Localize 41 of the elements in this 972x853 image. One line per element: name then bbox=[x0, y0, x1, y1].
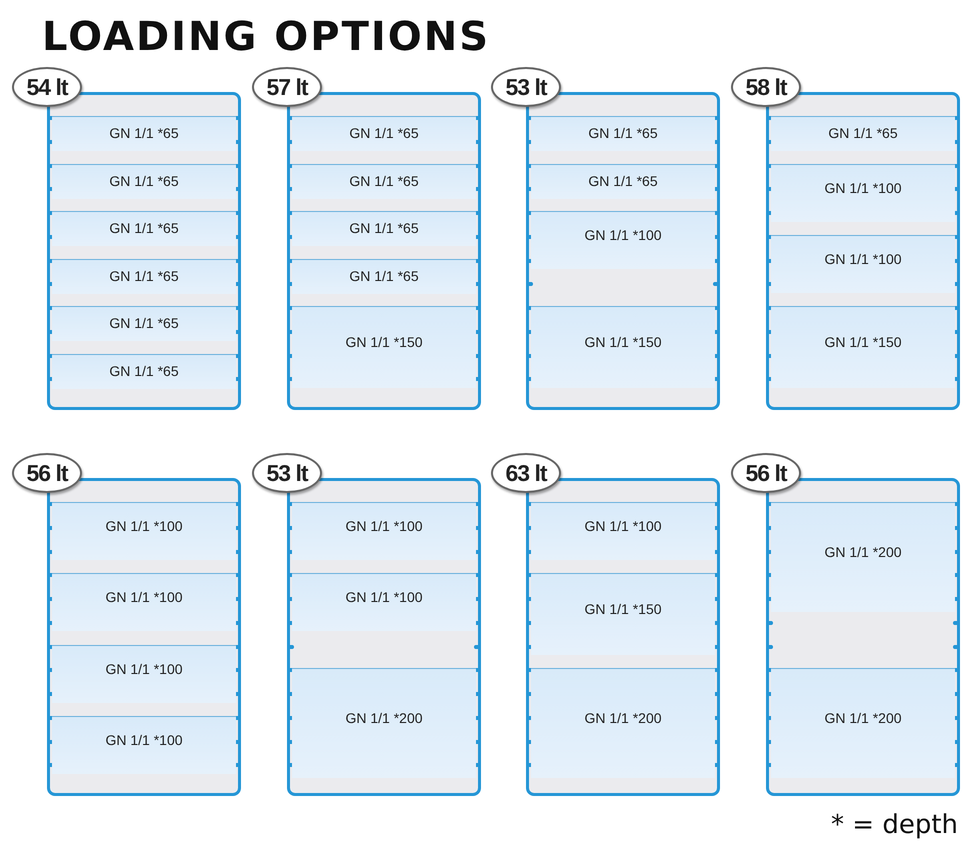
gn-pan: GN 1/1 *100 bbox=[292, 573, 476, 632]
gn-pan: GN 1/1 *100 bbox=[531, 211, 715, 269]
capacity-badge: 57 lt bbox=[252, 67, 322, 107]
gn-pan: GN 1/1 *65 bbox=[52, 211, 236, 246]
gn-pan: GN 1/1 *65 bbox=[292, 116, 476, 151]
gn-pan: GN 1/1 *65 bbox=[52, 116, 236, 151]
capacity-badge: 53 lt bbox=[252, 453, 322, 493]
gn-pan: GN 1/1 *65 bbox=[292, 258, 476, 294]
gn-pan: GN 1/1 *150 bbox=[531, 306, 715, 388]
gn-pan: GN 1/1 *150 bbox=[771, 306, 955, 388]
gn-pan: GN 1/1 *200 bbox=[771, 668, 955, 778]
capacity-badge: 56 lt bbox=[12, 453, 82, 493]
capacity-badge: 54 lt bbox=[12, 67, 82, 107]
gn-pan: GN 1/1 *100 bbox=[771, 234, 955, 293]
gn-pan: GN 1/1 *65 bbox=[292, 164, 476, 198]
page-title: LOADING OPTIONS bbox=[42, 13, 490, 62]
gn-pan: GN 1/1 *65 bbox=[52, 354, 236, 388]
gn-pan: GN 1/1 *100 bbox=[771, 164, 955, 222]
gn-pan: GN 1/1 *100 bbox=[531, 502, 715, 560]
footnote: * = depth bbox=[831, 809, 958, 842]
gn-pan: GN 1/1 *150 bbox=[531, 573, 715, 656]
gn-pan: GN 1/1 *150 bbox=[292, 306, 476, 388]
gn-pan: GN 1/1 *65 bbox=[52, 306, 236, 341]
gn-pan: GN 1/1 *100 bbox=[52, 644, 236, 702]
gn-pan: GN 1/1 *200 bbox=[531, 668, 715, 778]
gn-pan: GN 1/1 *200 bbox=[292, 668, 476, 778]
capacity-badge: 63 lt bbox=[491, 453, 561, 493]
gn-pan: GN 1/1 *100 bbox=[52, 573, 236, 632]
gn-pan: GN 1/1 *100 bbox=[292, 502, 476, 560]
gn-pan: GN 1/1 *65 bbox=[771, 116, 955, 151]
capacity-badge: 56 lt bbox=[731, 453, 801, 493]
capacity-badge: 58 lt bbox=[731, 67, 801, 107]
gn-pan: GN 1/1 *65 bbox=[531, 164, 715, 198]
gn-pan: GN 1/1 *200 bbox=[771, 502, 955, 612]
gn-pan: GN 1/1 *65 bbox=[52, 164, 236, 198]
capacity-badge: 53 lt bbox=[491, 67, 561, 107]
gn-pan: GN 1/1 *65 bbox=[531, 116, 715, 151]
gn-pan: GN 1/1 *65 bbox=[292, 211, 476, 246]
gn-pan: GN 1/1 *65 bbox=[52, 258, 236, 294]
gn-pan: GN 1/1 *100 bbox=[52, 716, 236, 774]
gn-pan: GN 1/1 *100 bbox=[52, 502, 236, 560]
